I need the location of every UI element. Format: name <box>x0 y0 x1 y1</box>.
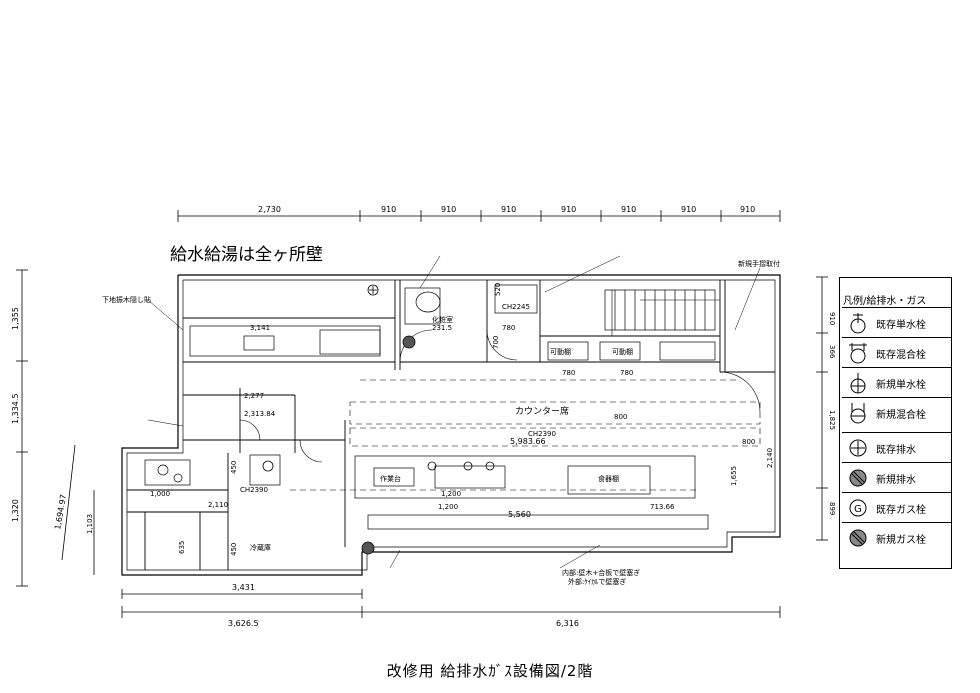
new-gas-valve-icon <box>849 529 867 547</box>
note-n4: 外部:ｹｲｶﾙで壁塞ぎ <box>568 577 626 586</box>
note-n6: 可動棚 <box>612 347 633 356</box>
legend-item-existing-single-faucet: 既存単水栓 <box>842 307 952 338</box>
bottom-sub-dim: 3,431 <box>232 583 255 592</box>
dim-label-d22: 635 <box>178 541 186 554</box>
toilet-room: 化粧室 <box>432 315 453 324</box>
dim-label-d13: 780 <box>620 369 633 377</box>
note-n3: 内部:壁木+合板で壁塞ぎ <box>562 568 640 577</box>
top-dim-2: 910 <box>381 205 396 214</box>
dim-label-d14: 1,655 <box>730 466 738 486</box>
interior-partitions <box>127 280 775 570</box>
legend-box <box>839 277 952 569</box>
dim-label-d9: 1,200 <box>438 503 458 511</box>
top-dim-4: 910 <box>501 205 516 214</box>
dim-label-d1: 3,141 <box>250 324 270 332</box>
dim-label-d3: 2,313.84 <box>244 410 276 418</box>
left-dim-1: 1,355 <box>11 307 20 330</box>
right-dim-2: 366 <box>828 345 836 359</box>
legend-label: 新規ガス栓 <box>876 534 926 546</box>
top-dim-7: 910 <box>681 205 696 214</box>
dim-label-d19: 700 <box>492 336 500 349</box>
top-dimension-line <box>177 210 781 222</box>
dim-label-d17: 800 <box>614 413 627 421</box>
left-dimension-lines <box>16 269 95 587</box>
note-n1: 下地振木隠し貼 <box>102 295 151 304</box>
top-dim-5: 910 <box>561 205 576 214</box>
right-dim-4: 899 <box>828 502 836 515</box>
note-n5: 可動棚 <box>550 347 571 356</box>
existing-mixing-faucet-icon <box>849 343 867 364</box>
legend-label: 既存排水 <box>876 444 916 456</box>
dim-label-d4: 5,983.66 <box>510 437 546 446</box>
legend-label: 新規排水 <box>876 474 916 486</box>
kitchen-code: CH2390 <box>240 486 268 494</box>
legend-item-existing-mixing-faucet: 既存混合栓 <box>842 337 952 368</box>
counter-label: カウンター席 <box>515 405 569 417</box>
dim-label-d16: 800 <box>742 438 755 446</box>
legend-label: 既存混合栓 <box>876 349 926 361</box>
legend-item-existing-drain: 既存排水 <box>842 432 952 463</box>
right-dim-1: 910 <box>828 312 836 325</box>
dim-label-d18: 520 <box>494 283 502 296</box>
bottom-dim-right: 6,316 <box>556 619 579 628</box>
dim-label-d20: 450 <box>230 461 238 474</box>
left-dim-2: 1,334.5 <box>11 393 20 424</box>
dim-label-d11: 780 <box>502 324 515 332</box>
new-single-faucet-icon <box>850 373 866 394</box>
dashed-lines <box>290 379 761 491</box>
dim-label-d8: 1,200 <box>441 490 461 498</box>
dim-label-d23: 1,000 <box>150 490 170 498</box>
dim-label-d6: 713.66 <box>650 503 675 511</box>
plumbing-note-heading: 給水給湯は全ヶ所壁 <box>170 245 323 265</box>
dim-label-d10: 231.5 <box>432 324 452 332</box>
existing-gas-valve-icon: G <box>849 499 867 517</box>
legend-item-new-drain: 新規排水 <box>842 462 952 493</box>
door-swings <box>239 329 761 463</box>
bottom-dim-left: 3,626.5 <box>228 619 259 628</box>
note-n2: 新規手摺取付 <box>738 259 780 268</box>
fixtures <box>144 284 716 530</box>
leader-lines <box>147 255 761 569</box>
new-mixing-faucet-icon <box>850 403 866 424</box>
toilet-code: CH2245 <box>502 303 530 311</box>
svg-text:G: G <box>854 504 862 515</box>
right-dim-3: 1,825 <box>828 410 836 430</box>
legend-label: 新規混合栓 <box>876 409 926 421</box>
drawing-title: 改修用 給排水ｶﾞｽ設備図/2階 <box>386 662 594 680</box>
dim-label-d7: 2,110 <box>208 501 228 509</box>
top-dim-3: 910 <box>441 205 456 214</box>
dim-label-d12: 780 <box>562 369 575 377</box>
left-diag-dim-2: 1,103 <box>86 514 94 534</box>
legend-label: 既存ガス栓 <box>876 504 926 516</box>
legend-label: 新規単水栓 <box>876 379 926 391</box>
legend-item-new-gas-valve: 新規ガス栓 <box>842 522 952 553</box>
top-dim-1: 2,730 <box>258 205 281 214</box>
existing-single-faucet-icon <box>850 313 866 334</box>
legend-title: 凡例/給排水・ガス <box>843 296 927 307</box>
counter-code: CH2390 <box>528 430 556 438</box>
legend-item-new-single-faucet: 新規単水栓 <box>842 367 952 398</box>
stair <box>611 290 720 336</box>
right-dimension-lines <box>816 276 828 541</box>
dim-label-d15: 2,140 <box>766 448 774 468</box>
dim-label-d2: 2,277 <box>244 392 264 400</box>
note-n7: 作業台 <box>380 474 401 483</box>
legend-label: 既存単水栓 <box>876 319 926 331</box>
note-n8: 食器棚 <box>598 474 619 483</box>
legend-item-existing-gas-valve: G 既存ガス栓 <box>842 492 952 523</box>
top-dim-8: 910 <box>740 205 755 214</box>
top-dim-6: 910 <box>621 205 636 214</box>
existing-drain-icon <box>849 439 867 457</box>
bottom-dimension-lines <box>121 589 781 618</box>
dim-label-d21: 450 <box>230 543 238 556</box>
plan-symbols <box>262 284 495 555</box>
dim-label-d5: 5,560 <box>508 510 531 519</box>
note-n9: 冷蔵庫 <box>250 543 271 552</box>
new-drain-icon <box>849 469 867 487</box>
left-dim-3: 1,320 <box>11 499 20 522</box>
legend-item-new-mixing-faucet: 新規混合栓 <box>842 397 952 428</box>
